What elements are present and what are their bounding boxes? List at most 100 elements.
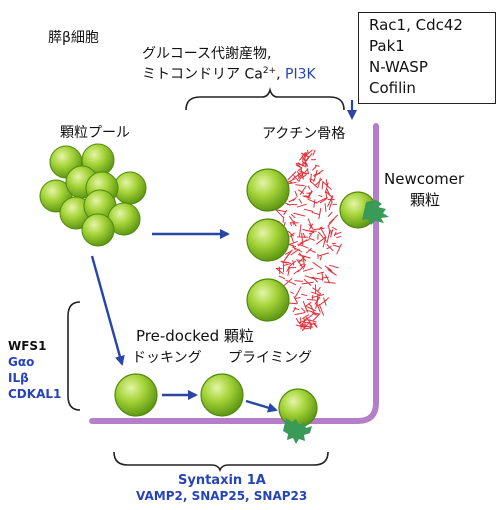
actin-filament <box>302 255 306 268</box>
actin-filament <box>327 211 333 217</box>
pi3k-label: PI3K <box>285 66 316 83</box>
actin-filament <box>301 232 304 246</box>
actin-filament <box>336 235 342 239</box>
actin-filament <box>328 202 332 211</box>
actin-filament <box>302 314 310 320</box>
actin-filament <box>289 221 293 227</box>
actin-filament <box>306 306 317 312</box>
actin-filament <box>316 271 325 275</box>
actin-filament <box>324 203 327 212</box>
actin-filament <box>294 280 303 282</box>
actin-filament <box>336 243 342 255</box>
regulator-item: Pak1 <box>369 37 405 55</box>
actin-filament <box>298 172 304 182</box>
actin-filament <box>324 274 331 284</box>
actin-filament <box>297 167 303 172</box>
actin-filament <box>298 189 305 195</box>
actin-filament <box>299 263 305 267</box>
calcium-superscript: 2+ <box>262 66 277 76</box>
actin-filament <box>299 185 307 195</box>
actin-filament <box>319 255 322 261</box>
actin-filament <box>297 174 302 179</box>
actin-filament <box>298 259 304 262</box>
actin-filament <box>282 262 292 267</box>
actin-filament <box>287 171 297 181</box>
actin-filament <box>333 231 337 237</box>
actin-filament <box>293 307 300 311</box>
actin-filament <box>313 199 316 208</box>
actin-filament <box>301 325 314 328</box>
actin-filament <box>299 224 302 237</box>
metabolites-sep: , <box>276 66 281 83</box>
fusion-pore-mark <box>283 418 312 444</box>
actin-filament <box>288 260 297 268</box>
actin-filament <box>297 254 311 259</box>
wfs1-label: WFS1 <box>8 339 47 353</box>
actin-filament <box>326 245 332 250</box>
actin-filament <box>296 203 307 208</box>
actin-filament <box>318 226 323 231</box>
actin-filament <box>298 252 307 262</box>
actin-filament <box>294 190 298 197</box>
predocked-label: Pre-docked 顆粒 <box>136 327 254 345</box>
actin-filament <box>293 174 300 182</box>
metabolites-line1: グルコース代謝産物, <box>142 46 272 62</box>
docking-label: ドッキング <box>132 350 202 366</box>
actin-filament <box>301 173 308 179</box>
actin-filament <box>309 178 314 181</box>
metabolites-prefix: ミトコンドリア Ca <box>142 66 263 83</box>
actin-label: アクチン骨格 <box>262 126 346 142</box>
actin-filament <box>305 307 309 313</box>
actin-filament <box>318 207 322 220</box>
actin-filament <box>312 261 322 270</box>
newcomer-fusion-mark <box>362 200 389 225</box>
actin-filament <box>287 230 295 237</box>
actin-filament <box>311 291 322 296</box>
actin-filament <box>324 281 336 284</box>
actin-filament <box>275 209 287 213</box>
regulator-item: N-WASP <box>369 58 428 76</box>
actin-filament <box>313 323 318 328</box>
actin-filament <box>300 317 302 330</box>
actin-filament <box>310 180 319 189</box>
actin-filament <box>307 185 311 190</box>
actin-filament <box>303 278 312 286</box>
actin-granule <box>246 278 290 322</box>
actin-filament <box>292 171 303 180</box>
gao-label: Gαo <box>8 355 35 369</box>
actin-filament <box>303 208 314 212</box>
actin-filament <box>322 276 329 279</box>
actin-filament <box>314 178 323 187</box>
actin-filament <box>301 323 308 327</box>
actin-filament <box>319 197 328 204</box>
priming-label: プライミング <box>228 350 312 366</box>
actin-filament <box>326 188 331 197</box>
actin-filament <box>308 231 314 235</box>
actin-filament <box>329 264 339 269</box>
actin-filament <box>284 250 292 255</box>
actin-filament <box>283 261 290 263</box>
actin-filament <box>293 296 298 304</box>
actin-filament <box>290 291 295 295</box>
actin-filament <box>278 275 286 280</box>
actin-filament <box>285 279 297 286</box>
actin-filament <box>311 211 320 216</box>
ilb-label: ILβ <box>8 371 29 385</box>
actin-filament <box>292 220 295 225</box>
actin-filament <box>295 317 301 325</box>
actin-filament <box>307 299 317 301</box>
actin-filament <box>288 198 295 203</box>
actin-filament <box>301 155 309 167</box>
actin-filament <box>296 163 301 168</box>
actin-filament <box>298 198 303 204</box>
actin-filament <box>290 213 296 219</box>
actin-filament <box>300 307 306 313</box>
actin-filament <box>322 236 327 248</box>
actin-filament <box>298 255 306 264</box>
actin-filament <box>287 267 290 276</box>
actin-filament <box>315 301 321 313</box>
actin-filament <box>308 237 315 241</box>
granule-pool-label: 顆粒プール <box>60 125 130 141</box>
regulator-item: Cofilin <box>369 79 416 97</box>
actin-filament <box>305 247 312 254</box>
